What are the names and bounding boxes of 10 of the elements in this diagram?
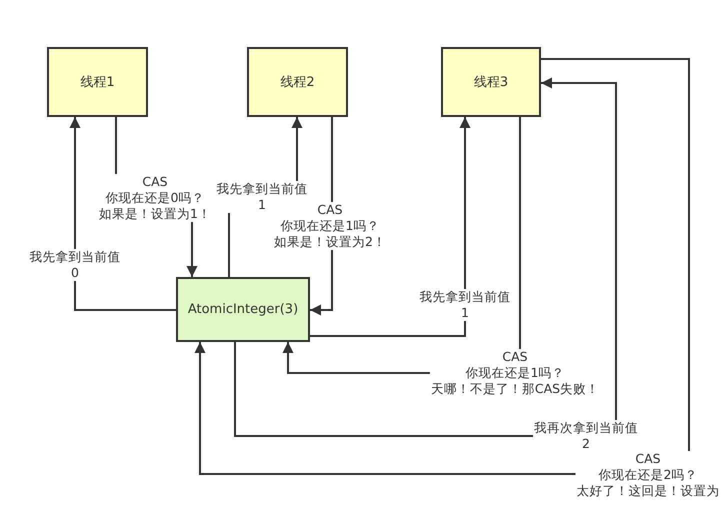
edge-label: 我先拿到当前值 1	[418, 289, 512, 321]
atomic-integer-box: AtomicInteger(3)	[176, 277, 310, 342]
thread-box: 线程1	[47, 47, 148, 117]
arrow	[234, 78, 617, 437]
edge-label: CAS 你现在还是2吗？太好了！这回是！设置为	[576, 451, 720, 499]
thread-box: 线程3	[441, 47, 541, 117]
edge-label: 我先拿到当前值 0	[28, 249, 122, 281]
thread-box: 线程2	[247, 47, 348, 117]
arrow	[70, 117, 176, 311]
arrow	[310, 117, 470, 337]
